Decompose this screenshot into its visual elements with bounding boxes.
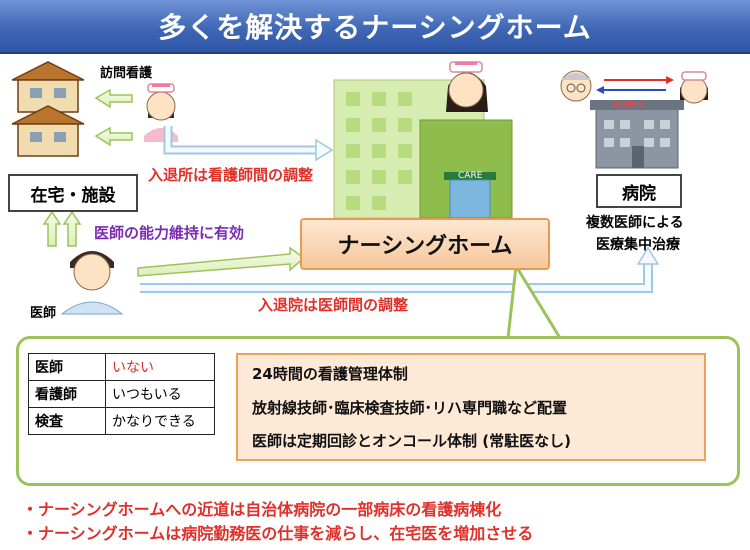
- feature-item: 医師は定期回診とオンコール体制 (常駐医なし): [252, 432, 571, 450]
- nursing-home-box: ナーシングホーム: [300, 218, 550, 270]
- home-facility-box: 在宅・施設: [8, 174, 138, 212]
- footer-line: ・ナーシングホームは病院勤務医の仕事を減らし、在宅医を増加させる: [22, 524, 534, 543]
- house-icon: [11, 61, 85, 113]
- table-value: いつもいる: [105, 380, 215, 408]
- page-title: 多くを解決するナーシングホーム: [0, 0, 750, 54]
- admission-doctor-label: 入退院は医師間の調整: [258, 296, 409, 314]
- hospital-label: 病院: [622, 183, 656, 204]
- arrow-doctor-to-nh-icon: [137, 246, 306, 277]
- table-value: いない: [105, 353, 215, 381]
- hospital-desc-line2: 医療集中治療: [596, 237, 680, 253]
- doctor-ability-label: 医師の能力維持に有効: [94, 224, 245, 242]
- table-row: 医師 いない: [28, 353, 215, 381]
- home-facility-label: 在宅・施設: [30, 185, 116, 206]
- feature-item: 放射線技師･臨床検査技師･リハ専門職など配置: [252, 398, 568, 417]
- arrow-to-home-icon: [94, 88, 133, 147]
- care-sign: CARE: [458, 171, 483, 181]
- hospital-desc-line1: 複数医師による: [586, 215, 684, 231]
- table-key: 看護師: [28, 380, 106, 408]
- nh-nurse-icon: [446, 61, 488, 112]
- doctor-icon: [60, 251, 124, 315]
- table-row: 検査 かなりできる: [28, 407, 215, 435]
- double-arrow-icon: [596, 76, 674, 94]
- admission-nurse-label: 入退所は看護師間の調整: [148, 166, 314, 184]
- senior-doctor-icon: [560, 70, 592, 102]
- footer-line: ・ナーシングホームへの近道は自治体病院の一部病床の看護病棟化: [22, 500, 502, 519]
- table-key: 検査: [28, 407, 106, 435]
- page-title-text: 多くを解決するナーシングホーム: [158, 11, 592, 44]
- table-value: かなりできる: [105, 407, 215, 435]
- nursing-home-label: ナーシングホーム: [337, 234, 513, 259]
- table-key: 医師: [28, 353, 106, 381]
- hospital-nurse-icon: [680, 71, 708, 104]
- doctor-label: 医師: [30, 306, 57, 321]
- table-row: 看護師 いつもいる: [28, 380, 215, 408]
- features-box: 24時間の看護管理体制 放射線技師･臨床検査技師･リハ専門職など配置 医師は定期…: [236, 353, 706, 461]
- house-icon: [11, 105, 85, 157]
- arrow-doctor-to-hospital-icon: [140, 246, 660, 293]
- nurse-icon: [144, 83, 178, 142]
- hospital-sign: HOSPITAL: [612, 101, 646, 109]
- feature-item: 24時間の看護管理体制: [252, 365, 408, 383]
- arrow-nurse-to-nh-icon: [163, 126, 334, 162]
- arrow-up-to-home-icon: [42, 210, 82, 247]
- staffing-table: 医師 いない 看護師 いつもいる 検査 かなりできる: [28, 353, 215, 435]
- home-visit-nurse-label: 訪問看護: [100, 66, 153, 81]
- hospital-box: 病院: [596, 174, 682, 208]
- hospital-building-icon: [590, 100, 684, 169]
